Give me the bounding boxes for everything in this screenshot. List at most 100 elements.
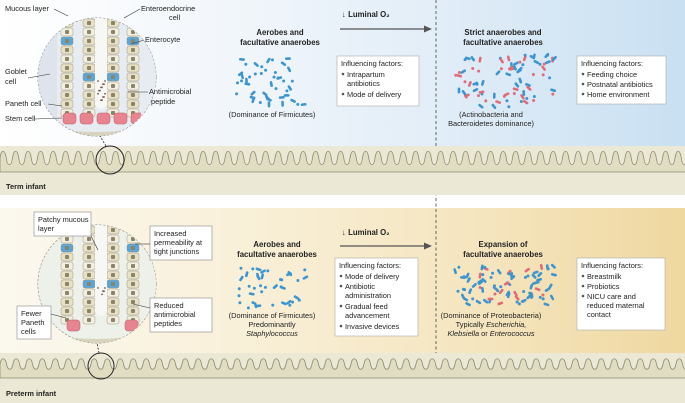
blue-coccus-bacterium [538, 295, 542, 299]
blue-rod-bacterium [478, 103, 484, 109]
preterm-aerobes-title-line2: facultative anaerobes [237, 250, 317, 259]
blue-rod-bacterium [532, 270, 539, 275]
blue-rod-bacterium [287, 66, 292, 73]
red-rod-bacterium [514, 295, 520, 301]
blue-rod-bacterium [260, 273, 265, 280]
red-rod-bacterium [522, 55, 527, 62]
antimicrobial-peptide-label: Antimicrobial [149, 87, 192, 96]
blue-rod-bacterium [240, 73, 244, 80]
blue-coccus-bacterium [264, 68, 268, 72]
blue-coccus-bacterium [240, 79, 244, 83]
typically-text: Typically [456, 320, 486, 329]
blue-rod-bacterium [459, 276, 466, 279]
blue-coccus-bacterium [239, 266, 243, 270]
blue-coccus-bacterium [523, 53, 527, 57]
blue-rod-bacterium [255, 304, 262, 308]
blue-rod-bacterium [457, 87, 461, 94]
blue-coccus-bacterium [456, 289, 460, 293]
preterm-expansion-title-line2: facultative anaerobes [463, 250, 543, 259]
blue-rod-bacterium [453, 268, 457, 275]
blue-rod-bacterium [462, 297, 469, 302]
term-early-colonization: Aerobes and facultative anaerobes (Domin… [229, 28, 420, 119]
blue-rod-bacterium [531, 273, 537, 279]
patchy-mucous-callout: Patchy mucous [38, 215, 89, 224]
factor-invasive-devices: Invasive devices [345, 322, 400, 331]
blue-coccus-bacterium [517, 302, 521, 306]
red-rod-bacterium [467, 81, 472, 87]
blue-coccus-bacterium [489, 275, 493, 279]
blue-coccus-bacterium [538, 62, 542, 66]
blue-coccus-bacterium [296, 278, 300, 282]
red-coccus-bacterium [484, 99, 488, 103]
blue-rod-bacterium [460, 69, 466, 74]
blue-coccus-bacterium [251, 267, 255, 271]
blue-rod-bacterium [267, 101, 271, 108]
red-coccus-bacterium [457, 70, 461, 74]
red-rod-bacterium [539, 263, 544, 270]
factor-gradual-feed-line2: advancement [345, 311, 389, 320]
red-coccus-bacterium [464, 95, 468, 99]
red-rod-bacterium [495, 100, 502, 104]
blue-rod-bacterium [262, 91, 268, 97]
permeability-callout: Increased [154, 229, 186, 238]
red-rod-bacterium [499, 57, 504, 64]
term-firmicutes-dominance: (Dominance of Firmicutes) [229, 110, 316, 119]
blue-rod-bacterium [492, 92, 496, 99]
blue-coccus-bacterium [523, 275, 527, 279]
reduced-peptides-callout-line2: antimicrobial [154, 310, 196, 319]
preterm-luminal-oxygen-arrow: ↓ Luminal O₂ [340, 228, 432, 250]
term-anaerobes-title: Strict anaerobes and [464, 28, 541, 37]
factor-feeding-choice: Feeding choice [587, 70, 637, 79]
fewer-paneth-callout-line2: Paneth [21, 318, 44, 327]
blue-coccus-bacterium [548, 76, 552, 80]
factor-postnatal-antibiotics: Postnatal antibiotics [587, 80, 653, 89]
blue-coccus-bacterium [526, 274, 530, 278]
blue-rod-bacterium [481, 286, 485, 293]
preterm-staphylococcus: Staphylococcus [246, 329, 298, 338]
blue-rod-bacterium [287, 85, 293, 91]
blue-rod-bacterium [545, 60, 551, 65]
blue-rod-bacterium [536, 277, 542, 282]
red-coccus-bacterium [478, 286, 482, 290]
preterm-villus-magnification [37, 224, 157, 344]
preterm-proteobacteria-dominance: (Dominance of Proteobacteria) [441, 311, 542, 320]
blue-rod-bacterium [550, 273, 557, 277]
blue-coccus-bacterium [263, 285, 267, 289]
term-anaerobe-bacteria-cluster [454, 52, 557, 110]
blue-rod-bacterium [495, 70, 501, 76]
blue-coccus-bacterium [247, 284, 251, 288]
blue-coccus-bacterium [483, 265, 487, 269]
blue-rod-bacterium [280, 285, 286, 290]
factor-mode-of-delivery: Mode of delivery [347, 90, 402, 99]
red-coccus-bacterium [477, 69, 481, 73]
red-coccus-bacterium [471, 67, 475, 71]
blue-rod-bacterium [250, 90, 256, 96]
blue-rod-bacterium [532, 281, 539, 285]
blue-rod-bacterium [290, 98, 296, 103]
red-rod-bacterium [487, 297, 494, 301]
blue-rod-bacterium [551, 55, 557, 62]
preterm-facultative-bacteria-cluster [453, 263, 557, 307]
blue-rod-bacterium [549, 294, 555, 301]
blue-coccus-bacterium [546, 267, 550, 271]
patchy-mucous-callout-line2: layer [38, 224, 55, 233]
red-rod-bacterium [513, 290, 518, 297]
blue-coccus-bacterium [296, 102, 300, 106]
blue-coccus-bacterium [505, 99, 509, 103]
red-rod-bacterium [512, 87, 519, 91]
blue-rod-bacterium [302, 275, 309, 280]
blue-coccus-bacterium [475, 82, 479, 86]
blue-rod-bacterium [249, 95, 256, 100]
term-intestinal-wall [0, 146, 685, 195]
blue-rod-bacterium [256, 274, 261, 281]
blue-rod-bacterium [514, 82, 520, 88]
blue-coccus-bacterium [541, 297, 545, 301]
red-rod-bacterium [506, 55, 511, 62]
reduced-peptides-callout: Reduced [154, 301, 184, 310]
red-rod-bacterium [503, 281, 510, 286]
blue-coccus-bacterium [515, 300, 519, 304]
blue-rod-bacterium [466, 277, 471, 283]
red-rod-bacterium [526, 85, 532, 91]
klebsiella-text: Klebsiella [447, 329, 479, 338]
